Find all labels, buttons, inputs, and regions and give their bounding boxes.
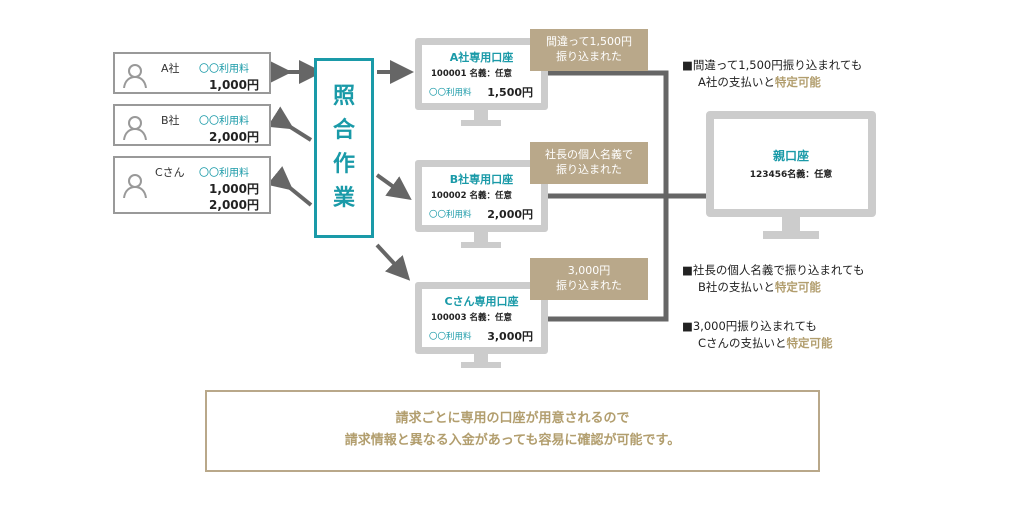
note-highlight: 特定可能 xyxy=(774,280,821,294)
client-name: B社 xyxy=(161,114,180,127)
note-bubble-b: 社長の個人名義で 振り込まれた xyxy=(530,142,648,184)
summary-line: 請求ごとに専用の口座が用意されるので xyxy=(395,411,630,426)
matching-char: 作 xyxy=(332,152,355,177)
note-line: Cさんの支払いと xyxy=(698,336,787,350)
matching-work-box: 照 合 作 業 xyxy=(314,58,374,238)
bubble-line: 社長の個人名義で xyxy=(545,148,633,161)
note-line: ■間違って1,500円振り込まれても xyxy=(682,58,863,72)
client-amount: 2,000円 xyxy=(209,130,259,144)
monitor-stand xyxy=(474,110,488,120)
note-a: ■間違って1,500円振り込まれても A社の支払いと特定可能 xyxy=(682,57,862,91)
arrow-to-account-c xyxy=(375,243,411,281)
monitor-base xyxy=(461,242,501,248)
line-c-to-parent xyxy=(548,196,669,322)
arrow-client-c xyxy=(267,166,313,207)
bubble-line: 間違って1,500円 xyxy=(546,35,632,48)
client-name: Cさん xyxy=(155,166,185,179)
person-icon xyxy=(123,64,147,88)
parent-account-number: 123456名義：任意 xyxy=(749,170,833,180)
parent-account-monitor: 親口座 123456名義：任意 xyxy=(706,111,876,217)
client-card-c: Cさん 〇〇利用料 1,000円 2,000円 xyxy=(113,156,271,214)
client-amount: 1,000円 xyxy=(209,78,259,92)
client-amount: 2,000円 xyxy=(209,198,259,212)
note-line: A社の支払いと xyxy=(698,75,775,89)
note-bubble-a: 間違って1,500円 振り込まれた xyxy=(530,29,648,71)
account-title: Cさん専用口座 xyxy=(444,295,519,308)
monitor-base xyxy=(461,362,501,368)
note-bubble-c: 3,000円 振り込まれた xyxy=(530,258,648,300)
person-icon xyxy=(123,174,147,198)
note-line: B社の支払いと xyxy=(698,280,775,294)
arrow-client-b xyxy=(267,106,313,142)
client-fee-label: 〇〇利用料 xyxy=(199,64,249,75)
account-amount: 1,500円 xyxy=(487,86,533,99)
person-icon xyxy=(123,116,147,140)
client-amount: 1,000円 xyxy=(209,182,259,196)
monitor-stand xyxy=(782,217,800,231)
client-fee-label: 〇〇利用料 xyxy=(199,116,249,127)
arrow-to-account-b xyxy=(375,173,412,201)
client-card-a: A社 〇〇利用料 1,000円 xyxy=(113,52,271,94)
monitor-stand xyxy=(474,232,488,242)
line-a-to-parent xyxy=(548,70,669,196)
account-number: 100002 名義：任意 xyxy=(431,191,512,201)
account-amount: 3,000円 xyxy=(487,330,533,343)
client-fee-label: 〇〇利用料 xyxy=(199,168,249,179)
bubble-line: 振り込まれた xyxy=(556,279,622,292)
note-highlight: 特定可能 xyxy=(774,75,821,89)
monitor-base xyxy=(763,231,819,239)
summary-line: 請求情報と異なる入金があっても容易に確認が可能です。 xyxy=(344,433,681,448)
account-number: 100001 名義：任意 xyxy=(431,69,512,79)
account-number: 100003 名義：任意 xyxy=(431,313,512,323)
account-monitor-a: A社専用口座 100001 名義：任意 〇〇利用料 1,500円 xyxy=(415,38,548,110)
monitor-stand xyxy=(474,354,488,364)
bubble-line: 3,000円 xyxy=(567,264,611,277)
matching-char: 業 xyxy=(332,186,355,211)
matching-char: 照 xyxy=(332,84,355,109)
note-line: ■社長の個人名義で振り込まれても xyxy=(682,263,865,277)
account-fee-label: 〇〇利用料 xyxy=(429,332,472,342)
client-name: A社 xyxy=(161,62,180,75)
monitor-base xyxy=(461,120,501,126)
note-line: ■3,000円振り込まれても xyxy=(682,319,817,333)
account-amount: 2,000円 xyxy=(487,208,533,221)
note-b: ■社長の個人名義で振り込まれても B社の支払いと特定可能 xyxy=(682,262,864,296)
summary-box: 請求ごとに専用の口座が用意されるので 請求情報と異なる入金があっても容易に確認が… xyxy=(205,390,820,472)
account-fee-label: 〇〇利用料 xyxy=(429,210,472,220)
account-title: A社専用口座 xyxy=(449,51,514,64)
account-title: B社専用口座 xyxy=(449,173,514,186)
client-card-b: B社 〇〇利用料 2,000円 xyxy=(113,104,271,146)
account-fee-label: 〇〇利用料 xyxy=(429,88,472,98)
account-monitor-c: Cさん専用口座 100003 名義：任意 〇〇利用料 3,000円 xyxy=(415,282,548,354)
matching-char: 合 xyxy=(332,118,355,143)
note-highlight: 特定可能 xyxy=(786,336,833,350)
bubble-line: 振り込まれた xyxy=(556,163,622,176)
account-monitor-b: B社専用口座 100002 名義：任意 〇〇利用料 2,000円 xyxy=(415,160,548,232)
note-c: ■3,000円振り込まれても Cさんの支払いと特定可能 xyxy=(682,318,833,352)
parent-account-title: 親口座 xyxy=(772,149,809,163)
bubble-line: 振り込まれた xyxy=(556,50,622,63)
